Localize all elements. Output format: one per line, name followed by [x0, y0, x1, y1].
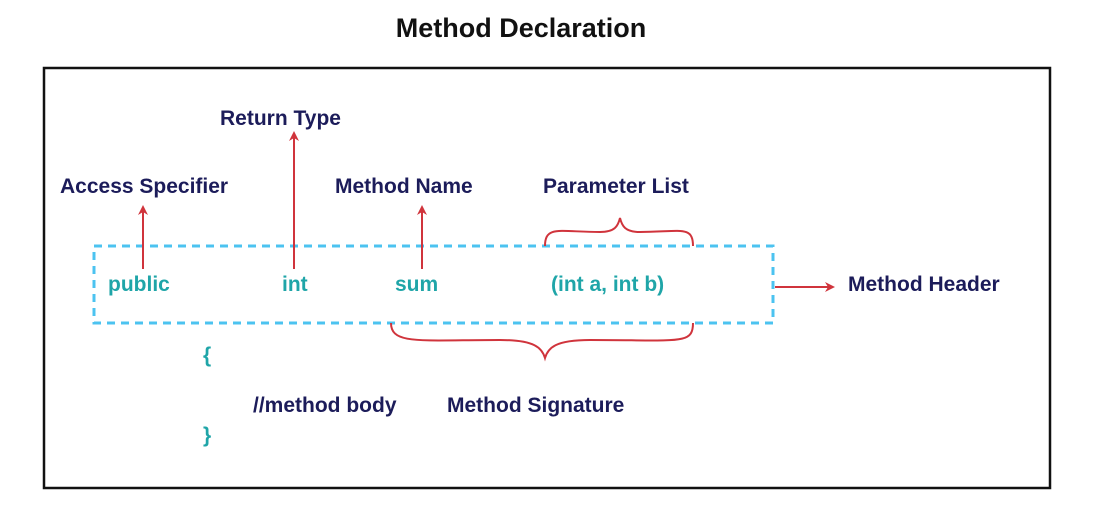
- label-return-type: Return Type: [220, 107, 341, 130]
- label-method-header: Method Header: [848, 273, 1000, 296]
- brace-method-signature: [390, 322, 694, 362]
- label-parameter-list: Parameter List: [543, 175, 689, 198]
- brace-parameter-list: [544, 217, 694, 247]
- code-open-brace: {: [203, 344, 211, 367]
- label-method-signature: Method Signature: [447, 394, 624, 417]
- outer-frame: [42, 66, 1052, 490]
- code-access: public: [108, 273, 170, 296]
- code-return-type: int: [282, 273, 308, 296]
- label-method-name: Method Name: [335, 175, 473, 198]
- label-access-specifier: Access Specifier: [60, 175, 228, 198]
- code-params: (int a, int b): [551, 273, 664, 296]
- code-close-brace: }: [203, 424, 211, 447]
- label-method-body: //method body: [253, 394, 397, 417]
- code-name: sum: [395, 273, 438, 296]
- method-header-box: [92, 244, 775, 325]
- diagram-title: Method Declaration: [396, 13, 647, 43]
